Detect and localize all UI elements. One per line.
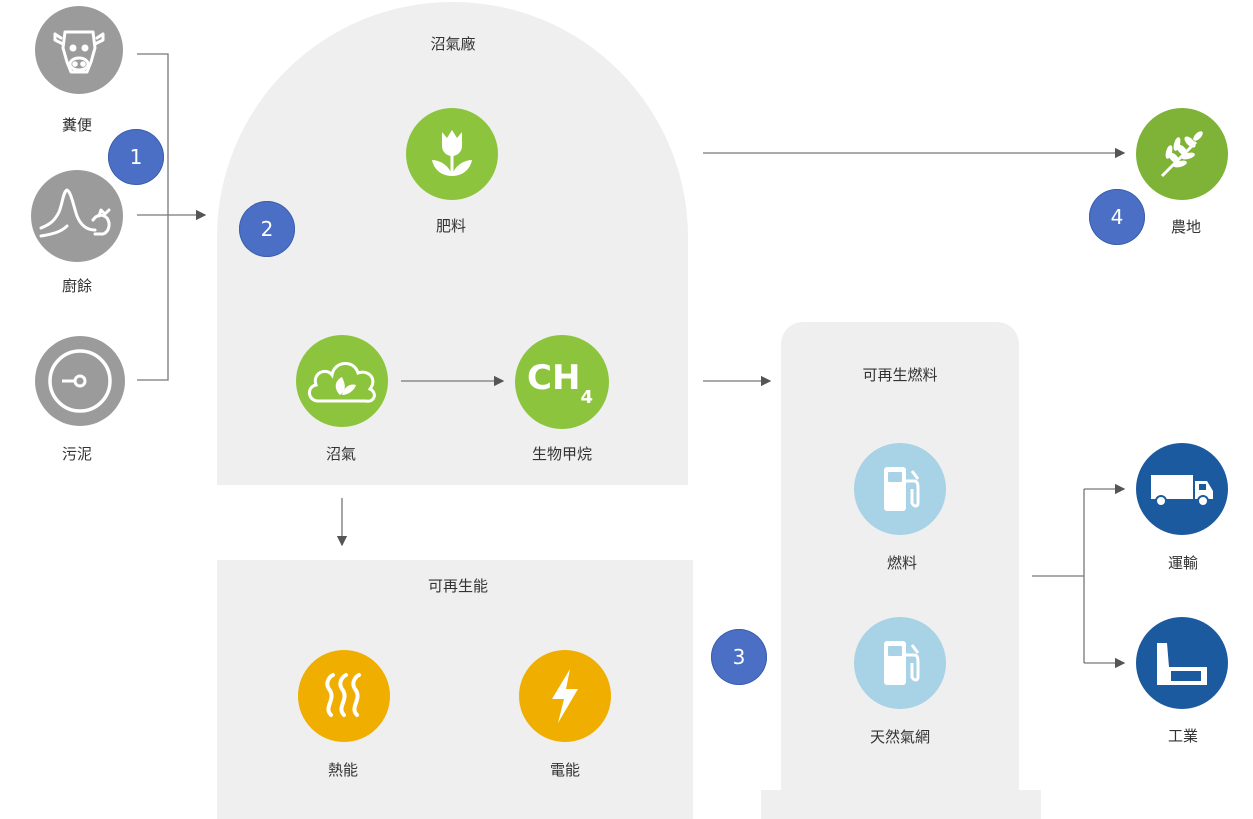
step-2-badge: 2 [239, 201, 295, 257]
food-waste-icon [31, 170, 123, 262]
renewable-fuel-title: 可再生燃料 [862, 366, 938, 384]
biogas-plant-panel [217, 2, 688, 485]
gas-grid-pump-icon [854, 617, 946, 709]
electricity-bolt-icon [519, 650, 611, 742]
renewable-energy-panel [217, 560, 693, 819]
step-4-badge: 4 [1089, 189, 1145, 245]
transport-label: 運輸 [1167, 554, 1199, 572]
biogas-cloud-icon [296, 335, 388, 427]
input-bracket-line [137, 53, 169, 381]
heat-label: 熱能 [327, 761, 359, 779]
biomethane-ch4-icon: CH4 [515, 335, 609, 429]
ch4-subscript: 4 [580, 387, 593, 408]
step-1-badge: 1 [108, 129, 164, 185]
renewable-fuel-base [761, 790, 1041, 819]
food-waste-label: 廚餘 [61, 277, 93, 295]
fuel-pump-icon [854, 443, 946, 535]
fuel-label: 燃料 [886, 554, 918, 572]
renewable-energy-title: 可再生能 [427, 577, 489, 595]
step-3-badge: 3 [711, 629, 767, 685]
fertilizer-label: 肥料 [435, 217, 467, 235]
industry-label: 工業 [1167, 727, 1199, 745]
biomethane-label: 生物甲烷 [531, 445, 593, 463]
gas-grid-label: 天然氣網 [869, 728, 931, 746]
sludge-icon [35, 336, 125, 426]
wheat-icon [1136, 108, 1228, 200]
heat-icon [298, 650, 390, 742]
manure-label: 糞便 [61, 116, 93, 134]
fertilizer-tulip-icon [406, 108, 498, 200]
ch4-text: CH [527, 358, 581, 398]
sludge-label: 污泥 [61, 445, 93, 463]
biogas-plant-title: 沼氣廠 [430, 35, 476, 53]
manure-icon [35, 6, 123, 94]
biogas-label: 沼氣 [325, 445, 357, 463]
renewable-fuel-panel [781, 322, 1019, 819]
electricity-label: 電能 [549, 761, 581, 779]
factory-icon [1136, 617, 1228, 709]
farmland-label: 農地 [1170, 218, 1202, 236]
truck-icon [1136, 443, 1228, 535]
